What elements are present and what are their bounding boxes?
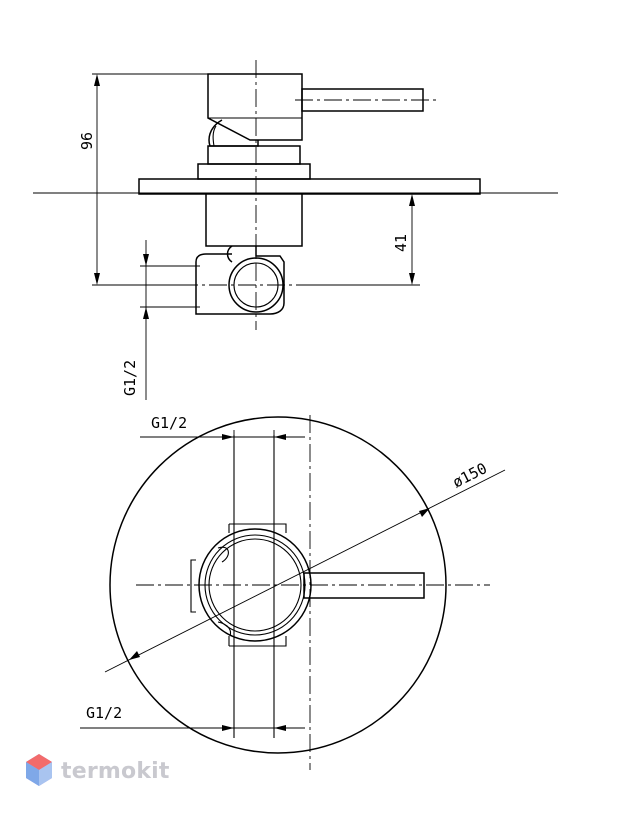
brand-logo[interactable]: termokit: [25, 752, 170, 790]
collar-upper: [207, 145, 301, 165]
brand-name: termokit: [61, 758, 170, 784]
dim-thread-bottom: G1/2: [80, 704, 305, 731]
valve-body: [146, 194, 303, 315]
vertical-pipe: [233, 435, 275, 738]
dim-thread-top: G1/2: [140, 414, 305, 442]
thread-bottom-label: G1/2: [86, 704, 122, 722]
dim-96-label: 96: [78, 132, 96, 150]
cover-plate: [138, 178, 481, 195]
dim-96: 96: [78, 73, 208, 286]
diameter-label: ø150: [450, 459, 490, 491]
dim-thread-side: G1/2: [121, 240, 200, 400]
cover-disc: [109, 416, 447, 754]
handle-detail-bottom: [217, 621, 232, 637]
hexagon-logo-icon: [26, 754, 52, 786]
handle-body: [197, 73, 424, 180]
dim-41: 41: [300, 193, 480, 286]
thread-side-label: G1/2: [121, 360, 139, 396]
body-top: [228, 523, 287, 533]
body-left: [190, 559, 196, 613]
front-lever: [303, 572, 425, 599]
thread-top-label: G1/2: [151, 414, 187, 432]
front-view: ø150 G1/2 G1/2: [80, 414, 506, 770]
collar-lower: [197, 163, 311, 180]
handle-detail-top: [217, 546, 229, 563]
body-bottom: [228, 636, 287, 647]
side-view: 96 41 G1/2: [33, 60, 558, 400]
dim-41-label: 41: [392, 234, 410, 252]
